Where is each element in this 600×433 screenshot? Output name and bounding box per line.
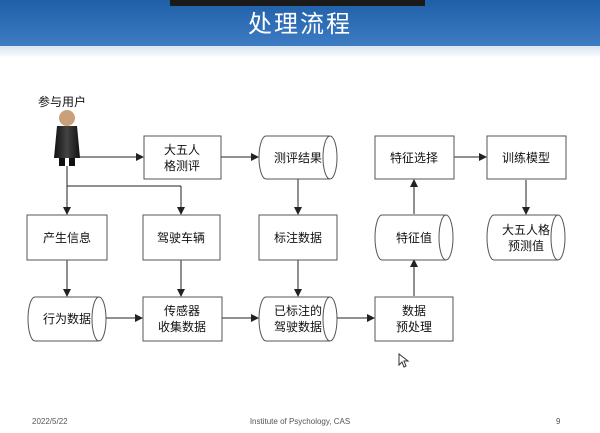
- label-preprocess-2: 预处理: [396, 320, 432, 334]
- label-big-five-pred-2: 预测值: [508, 238, 544, 253]
- label-drive-vehicle: 驾驶车辆: [157, 230, 205, 245]
- footer-page-number: 9: [556, 417, 561, 426]
- label-eval-result: 测评结果: [274, 151, 322, 165]
- mouse-cursor-icon: [398, 353, 410, 368]
- label-behavior-data: 行为数据: [43, 311, 91, 326]
- box-drive-vehicle: [142, 214, 221, 261]
- label-sensor-data-2: 收集数据: [158, 319, 206, 334]
- header-dark-strip: [170, 0, 425, 6]
- box-gen-info: [26, 214, 108, 261]
- label-sensor-data-1: 传感器: [164, 303, 200, 318]
- footer-date: 2022/5/22: [32, 417, 68, 426]
- label-big-five-eval-2: 格测评: [164, 158, 200, 173]
- label-labeled-drive-1: 已标注的: [274, 303, 322, 318]
- box-preprocess: [374, 296, 454, 342]
- box-label-data: [258, 214, 338, 261]
- footer-org: Institute of Psychology, CAS: [249, 417, 351, 426]
- label-preprocess-1: 数据: [402, 303, 426, 318]
- box-train-model: [486, 135, 567, 180]
- label-feature-value: 特征值: [396, 230, 432, 245]
- label-labeled-drive-2: 驾驶数据: [274, 319, 322, 334]
- user-icon: [54, 110, 80, 166]
- box-big-five-eval: [143, 135, 222, 180]
- label-big-five-eval-1: 大五人: [164, 143, 200, 157]
- label-label-data: 标注数据: [274, 230, 322, 245]
- label-gen-info: 产生信息: [43, 230, 91, 245]
- title-bar: 处理流程: [0, 0, 600, 46]
- slide-title: 处理流程: [248, 10, 352, 38]
- connectors: [63, 153, 530, 322]
- user-label: 参与用户: [38, 94, 86, 109]
- label-feature-select: 特征选择: [390, 150, 438, 165]
- box-sensor-data: [142, 296, 223, 342]
- label-big-five-pred-1: 大五人格: [502, 222, 550, 237]
- label-train-model: 训练模型: [502, 150, 550, 165]
- header-fade: [0, 46, 600, 58]
- box-feature-select: [374, 135, 455, 180]
